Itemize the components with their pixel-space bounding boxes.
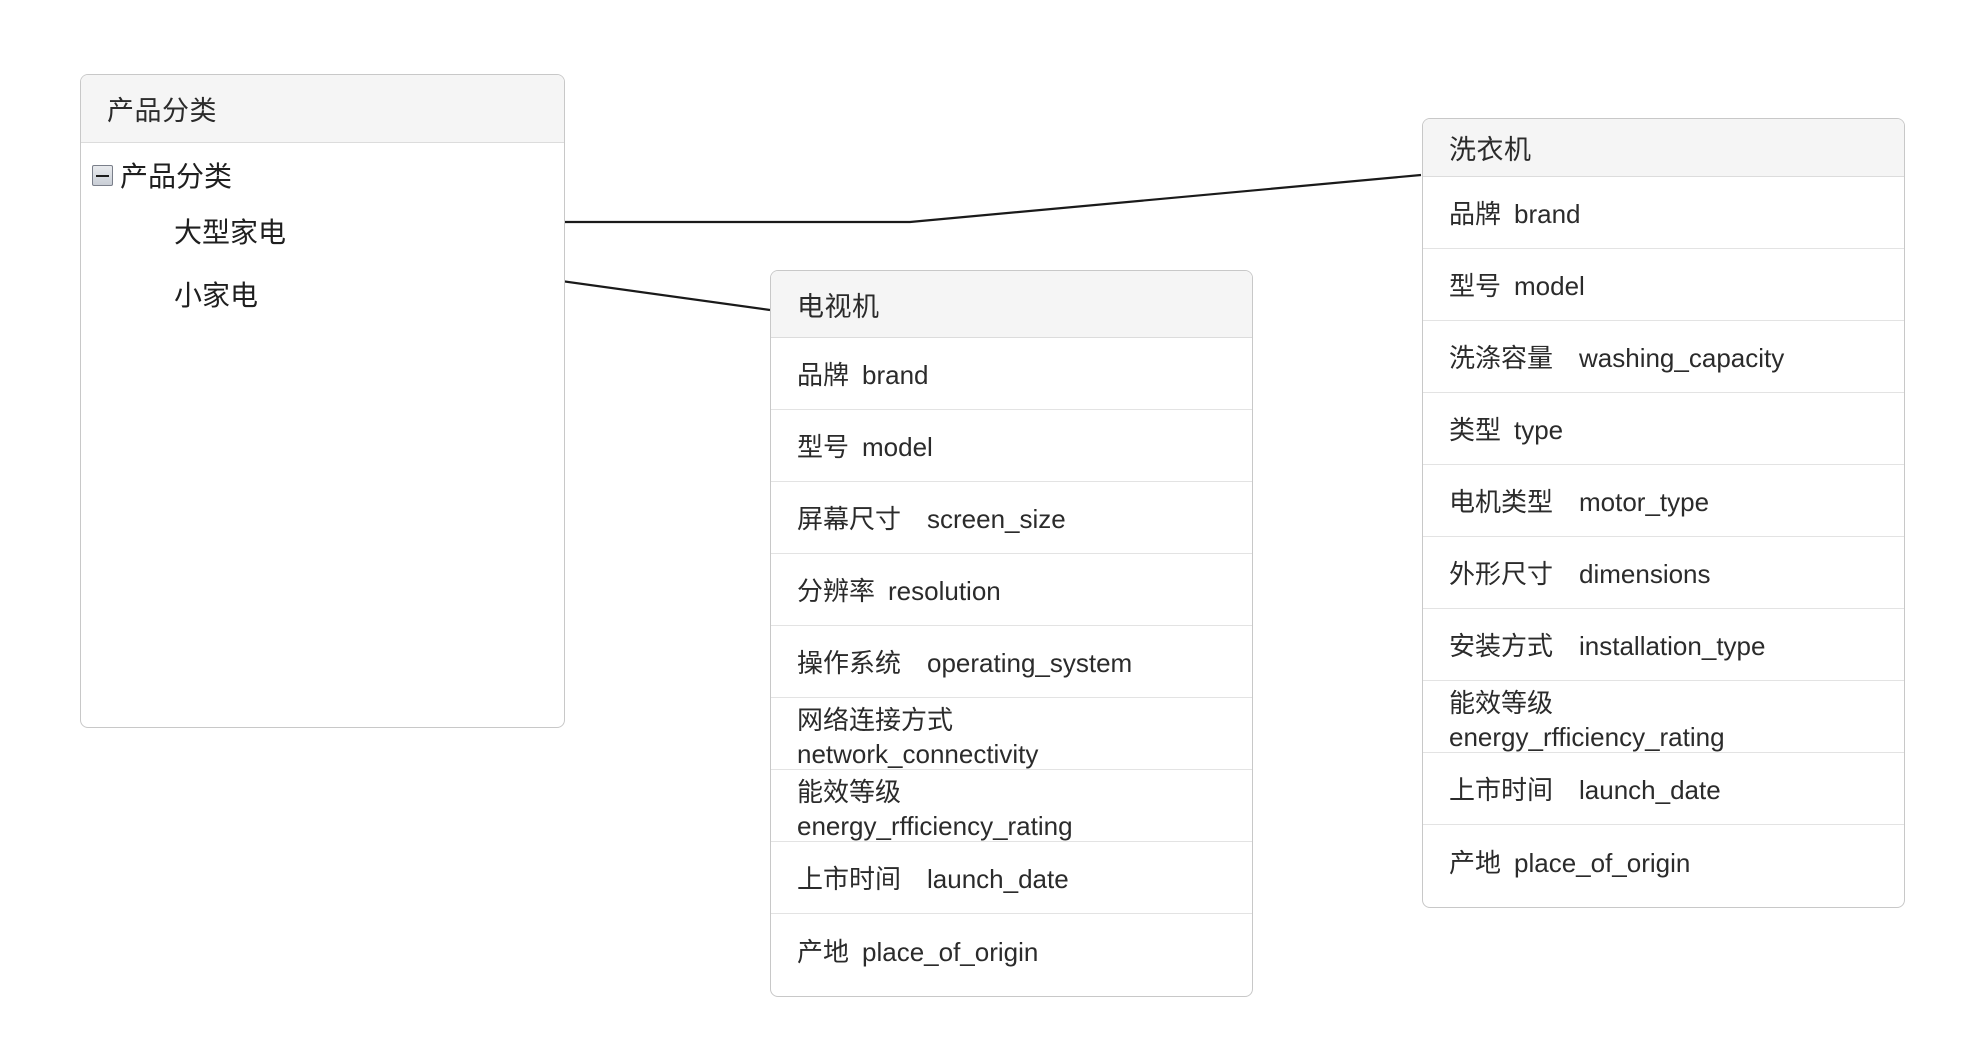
tv-attribute-row[interactable]: 型号 model [771, 410, 1252, 482]
tv-attr-screen-size: 屏幕尺寸 screen_size [797, 504, 1066, 534]
tv-attribute-row[interactable]: 操作系统 operating_system [771, 626, 1252, 698]
tv-class-box: 电视机 品牌 brand 型号 model 屏幕尺寸 screen_size 分… [770, 270, 1253, 997]
tv-attribute-row[interactable]: 分辨率 resolution [771, 554, 1252, 626]
tv-attr-brand: 品牌 brand [797, 360, 929, 390]
tv-attr-launch-date: 上市时间 launch_date [797, 864, 1069, 894]
tv-attr-energy-rating-cn: 能效等级 [797, 777, 902, 807]
washer-attribute-row[interactable]: 产地 place_of_origin [1423, 825, 1904, 897]
washer-attr-place-of-origin: 产地 place_of_origin [1449, 847, 1691, 878]
washer-attr-installation-type: 安装方式 installation_type [1449, 631, 1766, 661]
washer-attr-model: 型号 model [1449, 271, 1585, 301]
washer-attribute-row[interactable]: 能效等级 energy_rfficiency_rating [1423, 681, 1904, 753]
tv-attr-model: 型号 model [797, 432, 933, 462]
tv-class-title: 电视机 [771, 271, 1252, 338]
washer-attr-type: 类型 type [1449, 415, 1564, 445]
tv-attribute-row[interactable]: 能效等级 energy_rfficiency_rating [771, 770, 1252, 842]
washer-attribute-row[interactable]: 外形尺寸 dimensions [1423, 537, 1904, 609]
washer-attr-dimensions: 外形尺寸 dimensions [1449, 559, 1711, 589]
tv-attr-network-connectivity-cn: 网络连接方式 [797, 705, 954, 735]
washer-attribute-row[interactable]: 安装方式 installation_type [1423, 609, 1904, 681]
tree-node-root[interactable]: 产品分类 [92, 155, 232, 195]
washer-attr-energy-rating-en: energy_rfficiency_rating [1449, 722, 1725, 752]
tree-node-root-label: 产品分类 [120, 161, 233, 192]
tv-attribute-row[interactable]: 屏幕尺寸 screen_size [771, 482, 1252, 554]
tv-attribute-row[interactable]: 产地 place_of_origin [771, 914, 1252, 986]
product-category-panel-title: 产品分类 [81, 75, 564, 143]
washer-attribute-row[interactable]: 品牌 brand [1423, 177, 1904, 249]
tree-node-large-appliance[interactable]: 大型家电 [174, 211, 286, 251]
washer-attribute-row[interactable]: 电机类型 motor_type [1423, 465, 1904, 537]
tv-attr-energy-rating-en: energy_rfficiency_rating [797, 811, 1073, 841]
washer-attribute-row[interactable]: 上市时间 launch_date [1423, 753, 1904, 825]
tv-attr-operating-system: 操作系统 operating_system [797, 648, 1133, 678]
washer-attr-motor-type: 电机类型 motor_type [1449, 487, 1710, 517]
tv-attribute-row[interactable]: 上市时间 launch_date [771, 842, 1252, 914]
tv-attribute-row[interactable]: 网络连接方式 network_connectivity [771, 698, 1252, 770]
tv-attr-resolution: 分辨率 resolution [797, 576, 1001, 606]
washer-class-title: 洗衣机 [1423, 119, 1904, 177]
washer-attr-brand: 品牌 brand [1449, 199, 1581, 229]
tree-node-small-appliance[interactable]: 小家电 [174, 274, 258, 314]
washer-attr-washing-capacity: 洗涤容量 washing_capacity [1449, 343, 1785, 373]
washer-attr-energy-rating-cn: 能效等级 [1449, 688, 1554, 718]
tree-node-large-appliance-label: 大型家电 [174, 217, 287, 248]
tv-attr-network-connectivity-en: network_connectivity [797, 739, 1039, 769]
washer-attribute-row[interactable]: 型号 model [1423, 249, 1904, 321]
tree-node-small-appliance-label: 小家电 [174, 280, 259, 311]
washer-class-box: 洗衣机 品牌 brand 型号 model 洗涤容量 washing_capac… [1422, 118, 1905, 908]
washer-attribute-row[interactable]: 洗涤容量 washing_capacity [1423, 321, 1904, 393]
washer-attr-launch-date: 上市时间 launch_date [1449, 775, 1721, 805]
tv-attr-place-of-origin: 产地 place_of_origin [797, 936, 1039, 967]
category-tree: 产品分类 大型家电 小家电 [81, 143, 564, 727]
collapse-minus-icon[interactable] [92, 164, 113, 186]
tv-attribute-row[interactable]: 品牌 brand [771, 338, 1252, 410]
product-category-panel: 产品分类 产品分类 大型家电 小家电 [80, 74, 565, 728]
washer-attribute-row[interactable]: 类型 type [1423, 393, 1904, 465]
